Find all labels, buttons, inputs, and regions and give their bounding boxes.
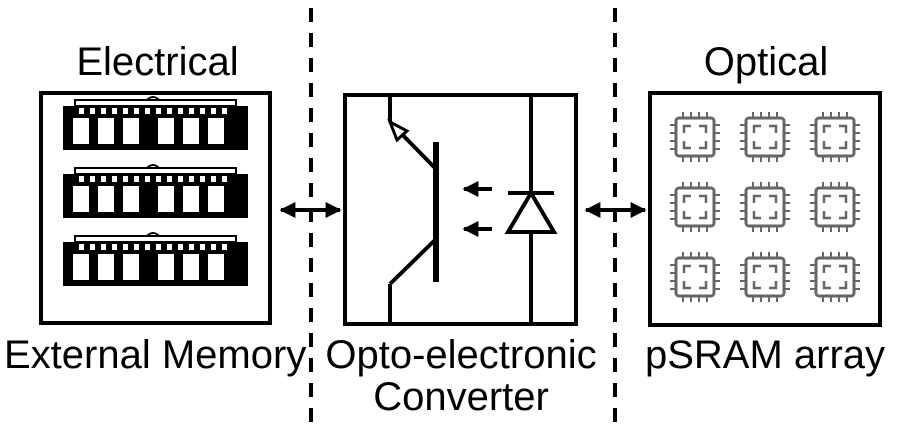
chip-icon <box>810 182 860 232</box>
psram-array-label: pSRAM array <box>644 333 886 377</box>
photodiode-icon <box>504 95 558 324</box>
chip-icon <box>740 112 790 162</box>
chip-icon <box>810 112 860 162</box>
phototransistor-icon <box>387 95 439 324</box>
memory-modules <box>63 96 248 286</box>
chip-icon <box>810 252 860 302</box>
external-memory-label: External Memory <box>4 333 307 377</box>
psram-array-block <box>648 91 882 327</box>
memory-module-icon <box>63 164 248 218</box>
chip-grid <box>670 112 860 302</box>
light-arrows-icon <box>462 181 492 237</box>
external-memory-block <box>39 91 272 325</box>
chip-icon <box>670 112 720 162</box>
converter-block <box>343 93 578 326</box>
converter-label-line2: Converter <box>373 375 549 419</box>
converter-label-line1: Opto-electronic <box>325 333 597 377</box>
memory-module-icon <box>63 232 248 286</box>
memory-module-icon <box>63 96 248 150</box>
chip-icon <box>740 182 790 232</box>
electrical-label: Electrical <box>76 40 239 84</box>
chip-icon <box>670 252 720 302</box>
chip-icon <box>740 252 790 302</box>
chip-icon <box>670 182 720 232</box>
optical-label: Optical <box>703 40 829 84</box>
